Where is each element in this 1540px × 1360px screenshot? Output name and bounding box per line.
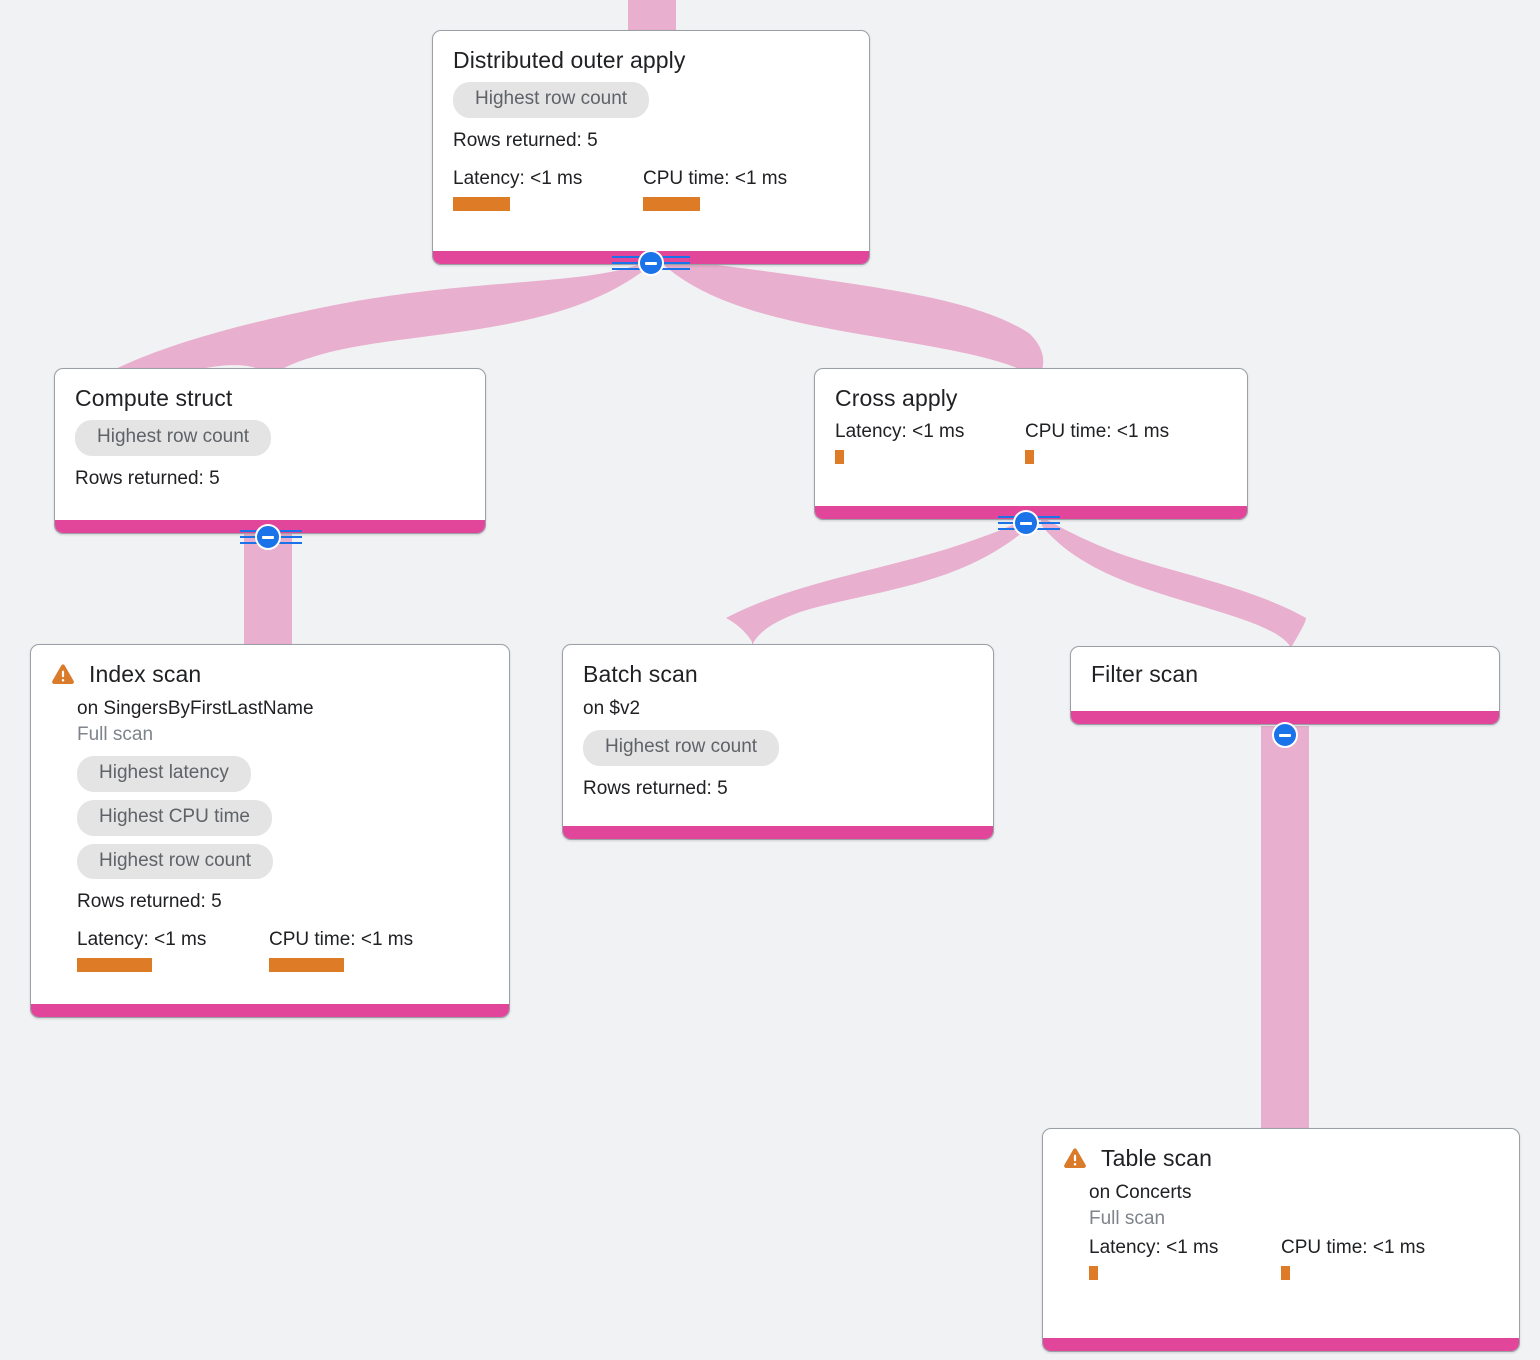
badge-highest-row-count: Highest row count: [77, 843, 274, 880]
node-cross-apply[interactable]: Cross apply Latency: <1 ms CPU time: <1 …: [814, 368, 1248, 520]
metric-latency-label: Latency: <1 ms: [77, 929, 207, 951]
badge-highest-row-count: Highest row count: [453, 82, 650, 119]
metric-latency-bar: [77, 958, 152, 973]
node-subtitle: on $v2: [583, 698, 641, 720]
metric-latency: Latency: <1 ms: [835, 421, 1025, 465]
node-title-row: Table scan: [1063, 1145, 1499, 1171]
node-body: Filter scan: [1071, 647, 1499, 697]
node-compute-struct[interactable]: Compute struct Highest row count Rows re…: [54, 368, 486, 534]
node-title-row: Cross apply: [835, 385, 1227, 411]
metric-latency: Latency: <1 ms: [77, 929, 269, 973]
metric-latency-bar: [835, 450, 844, 465]
edge-cross-apply-to-batch-scan: [726, 518, 1030, 646]
metric-cpu-time: CPU time: <1 ms: [643, 168, 788, 212]
metric-cpu-time: CPU time: <1 ms: [1281, 1237, 1425, 1280]
node-footer-bar: [1043, 1338, 1519, 1351]
badge-highest-latency: Highest latency: [77, 755, 251, 792]
badge-highest-row-count: Highest row count: [583, 730, 780, 766]
node-title-row: Index scan: [51, 661, 489, 687]
metrics-row: Latency: <1 ms CPU time: <1 ms: [835, 421, 1227, 465]
metric-cpu-time-label: CPU time: <1 ms: [643, 168, 788, 190]
metric-latency-label: Latency: <1 ms: [453, 168, 583, 190]
warning-icon: [52, 664, 74, 685]
metric-cpu-time-label: CPU time: <1 ms: [1025, 421, 1170, 443]
edge-incoming-root: [628, 0, 676, 34]
metric-cpu-time-label: CPU time: <1 ms: [1281, 1236, 1426, 1258]
metric-latency-label: Latency: <1 ms: [835, 421, 965, 443]
metric-cpu-time-bar: [269, 958, 344, 973]
badge-highest-row-count: Highest row count: [75, 420, 272, 457]
collapse-toggle-compute-struct[interactable]: [255, 524, 281, 550]
node-details: on SingersByFirstLastName Full scan High…: [51, 697, 489, 973]
metric-latency-bar: [1089, 1265, 1098, 1280]
edge-filter-scan-to-table-scan: [1261, 726, 1309, 1134]
node-title: Cross apply: [835, 385, 958, 411]
metric-cpu-time-bar: [1281, 1265, 1290, 1280]
metric-latency: Latency: <1 ms: [453, 168, 643, 212]
node-body: Table scan on Concerts Full scan Latency…: [1043, 1129, 1519, 1294]
badge-list: Highest row count: [75, 420, 465, 464]
edge-root-to-cross-apply: [664, 258, 1044, 382]
node-title: Distributed outer apply: [453, 47, 686, 73]
node-subtitle: on Concerts: [1089, 1182, 1192, 1204]
rows-returned: Rows returned: 5: [453, 130, 598, 152]
badge-list: Highest row count: [453, 82, 849, 126]
node-scan-type: Full scan: [77, 724, 154, 746]
metric-cpu-time-bar: [1025, 450, 1034, 465]
rows-returned: Rows returned: 5: [583, 777, 728, 799]
node-body: Compute struct Highest row count Rows re…: [55, 369, 485, 504]
badge-highest-cpu-time: Highest CPU time: [77, 799, 272, 836]
node-footer-bar: [1071, 711, 1499, 724]
node-scan-type: Full scan: [1089, 1208, 1166, 1230]
metric-latency-label: Latency: <1 ms: [1089, 1236, 1219, 1258]
node-footer-bar: [31, 1004, 509, 1017]
metric-latency-bar: [453, 197, 510, 212]
node-title: Batch scan: [583, 661, 698, 687]
metric-cpu-time: CPU time: <1 ms: [269, 929, 414, 973]
badge-list: Highest latency Highest CPU time Highest…: [77, 755, 489, 887]
node-table-scan[interactable]: Table scan on Concerts Full scan Latency…: [1042, 1128, 1520, 1352]
rows-returned: Rows returned: 5: [75, 468, 220, 490]
node-title-row: Batch scan: [583, 661, 973, 687]
warning-icon: [1064, 1148, 1086, 1169]
badge-list: Highest row count: [583, 730, 973, 774]
metric-cpu-time: CPU time: <1 ms: [1025, 421, 1170, 465]
node-body: Index scan on SingersByFirstLastName Ful…: [31, 645, 509, 986]
metrics-row: Latency: <1 ms CPU time: <1 ms: [77, 929, 489, 973]
metric-latency: Latency: <1 ms: [1089, 1237, 1281, 1280]
metrics-row: Latency: <1 ms CPU time: <1 ms: [1089, 1237, 1499, 1280]
node-batch-scan[interactable]: Batch scan on $v2 Highest row count Rows…: [562, 644, 994, 840]
node-title-row: Compute struct: [75, 385, 465, 411]
node-distributed-outer-apply[interactable]: Distributed outer apply Highest row coun…: [432, 30, 870, 265]
node-body: Batch scan on $v2 Highest row count Rows…: [563, 645, 993, 814]
node-title: Index scan: [89, 661, 202, 687]
node-body: Cross apply Latency: <1 ms CPU time: <1 …: [815, 369, 1247, 478]
node-title-row: Filter scan: [1091, 661, 1479, 687]
edge-cross-apply-to-filter-scan: [1040, 516, 1306, 650]
node-title: Compute struct: [75, 385, 233, 411]
metric-cpu-time-label: CPU time: <1 ms: [269, 929, 414, 951]
rows-returned: Rows returned: 5: [77, 891, 222, 913]
collapse-toggle-cross-apply[interactable]: [1013, 510, 1039, 536]
node-body: Distributed outer apply Highest row coun…: [433, 31, 869, 225]
node-title: Filter scan: [1091, 661, 1199, 687]
node-title: Table scan: [1101, 1145, 1212, 1171]
collapse-toggle-filter-scan[interactable]: [1272, 722, 1298, 748]
node-title-row: Distributed outer apply: [453, 47, 849, 73]
node-index-scan[interactable]: Index scan on SingersByFirstLastName Ful…: [30, 644, 510, 1018]
node-footer-bar: [563, 826, 993, 839]
edge-compute-struct-to-index-scan: [244, 534, 292, 660]
node-subtitle: on SingersByFirstLastName: [77, 698, 314, 720]
metric-cpu-time-bar: [643, 197, 700, 212]
node-details: on Concerts Full scan Latency: <1 ms CPU…: [1063, 1181, 1499, 1280]
node-filter-scan[interactable]: Filter scan: [1070, 646, 1500, 725]
collapse-toggle-distributed-outer-apply[interactable]: [638, 250, 664, 276]
metrics-row: Latency: <1 ms CPU time: <1 ms: [453, 168, 849, 212]
